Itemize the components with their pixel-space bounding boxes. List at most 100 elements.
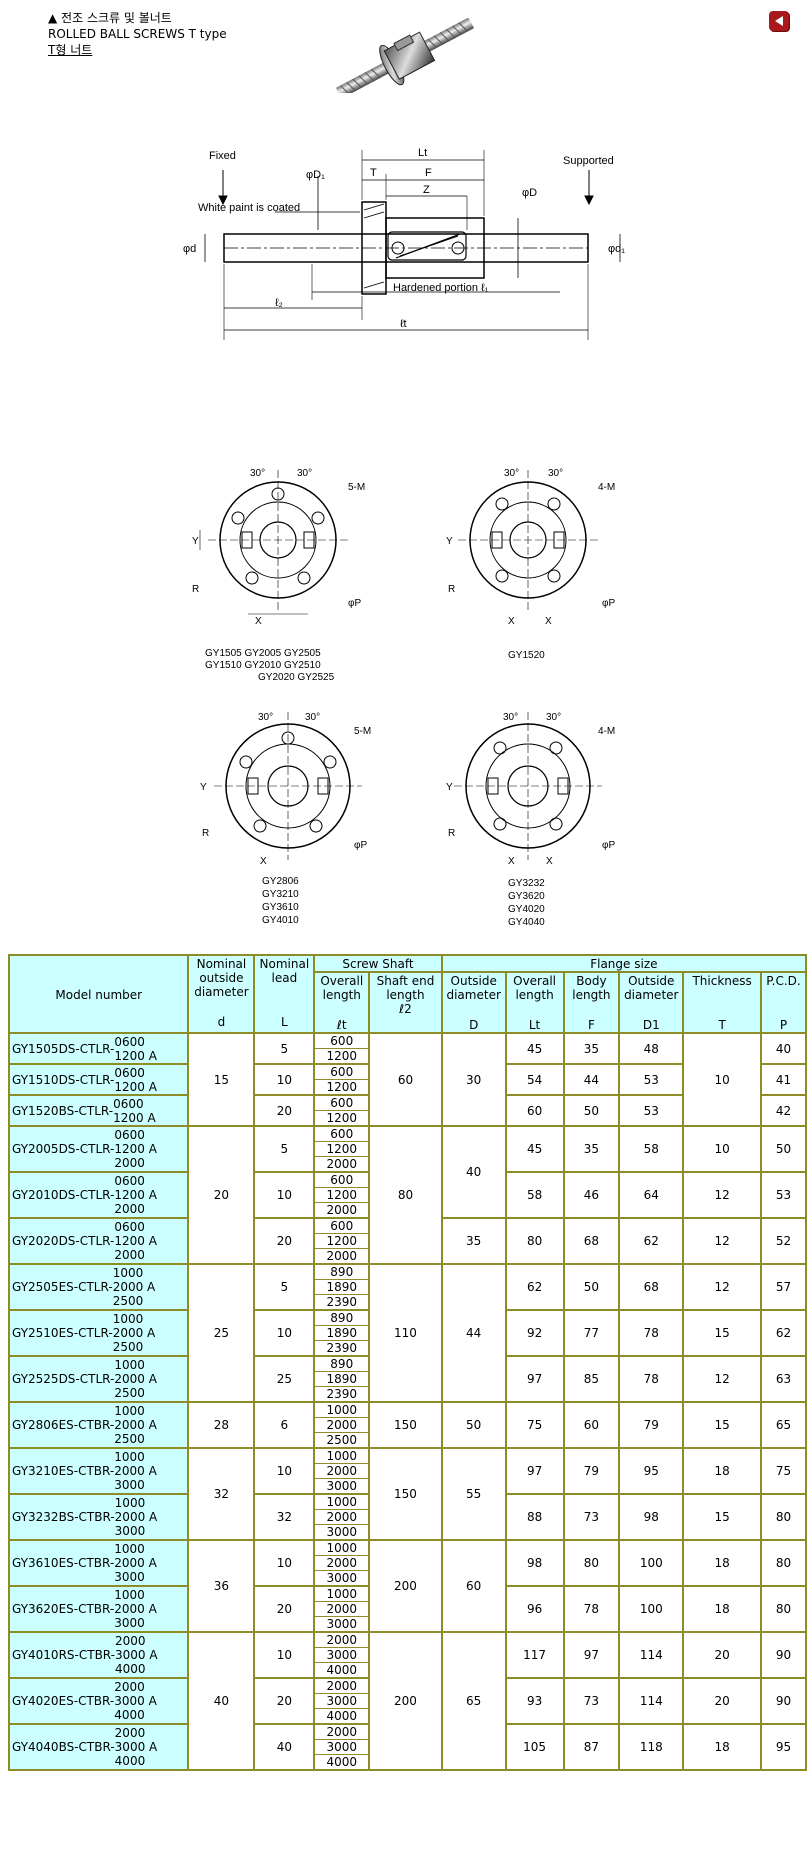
flange-outside-cell: 78	[618, 1309, 685, 1357]
model-list-tl-1: GY1505 GY2005 GY2505	[205, 648, 321, 659]
model-prefix: GY3620ES-CTBR-	[12, 1602, 115, 1616]
pcd-cell: 40	[760, 1032, 807, 1065]
model-suffix: 0600	[114, 1174, 145, 1188]
model-suffix: 3000 A	[114, 1648, 158, 1662]
back-arrow-icon[interactable]	[769, 11, 789, 31]
flange-outside-cell: 68	[618, 1263, 685, 1311]
outside-diameter-cell: 44	[440, 1263, 507, 1403]
pcd-cell: 53	[760, 1171, 807, 1219]
length-value: 2000	[326, 1249, 358, 1263]
length-value: 2000	[326, 1157, 358, 1171]
model-list-tl-3: GY2020 GY2525	[258, 672, 335, 683]
model-suffix: 1200 A	[113, 1110, 156, 1125]
flange-outside-cell: 98	[618, 1493, 685, 1541]
model-suffix: 2000 A	[112, 1280, 156, 1294]
lead-cell: 20	[253, 1585, 316, 1633]
col-pcd: P.C.D.P	[760, 971, 807, 1034]
length-value: 1000	[315, 1495, 369, 1510]
lead-cell: 20	[253, 1677, 316, 1725]
flange-overall-cell: 92	[504, 1309, 565, 1357]
body-length-cell: 35	[562, 1125, 621, 1173]
outside-diameter-cell: 65	[440, 1631, 507, 1771]
length-value: 3000	[326, 1571, 358, 1585]
flange-overall-cell: 117	[504, 1631, 565, 1679]
thickness-cell: 12	[682, 1171, 763, 1219]
flange-outside-cell: 118	[618, 1723, 685, 1771]
length-value: 3000	[315, 1740, 369, 1755]
header-title-korean: ▲ 전조 스크류 및 볼너트	[48, 11, 172, 25]
pcd-cell: 62	[760, 1309, 807, 1357]
length-value: 2000	[315, 1510, 369, 1525]
outside-diameter-cell: 50	[440, 1401, 507, 1449]
body-length-cell: 68	[562, 1217, 621, 1265]
flange-overall-cell: 54	[504, 1063, 565, 1096]
svg-text:X: X	[546, 856, 553, 867]
length-value: 4000	[326, 1755, 358, 1769]
label-supported: Supported	[563, 155, 614, 167]
shaft-end-cell: 80	[368, 1125, 443, 1265]
shaft-end-cell: 150	[368, 1447, 443, 1541]
flange-overall-cell: 98	[504, 1539, 565, 1587]
model-suffix: 1000	[112, 1312, 144, 1326]
lead-cell: 25	[253, 1355, 316, 1403]
flange-outside-cell: 58	[618, 1125, 685, 1173]
nominal-od-cell: 32	[187, 1447, 256, 1541]
model-suffix: 4000	[114, 1708, 145, 1722]
thickness-cell: 10	[682, 1032, 763, 1127]
lead-cell: 5	[253, 1125, 316, 1173]
length-value: 3000	[326, 1525, 358, 1539]
svg-text:X: X	[508, 856, 515, 867]
model-list-br-1: GY3232	[508, 878, 545, 889]
model-prefix: GY1510DS-CTLR-	[12, 1072, 115, 1087]
model-suffix: 1200 A	[114, 1079, 157, 1094]
model-prefix: GY3210ES-CTBR-	[12, 1464, 115, 1478]
header-subtitle-link[interactable]: T형	[48, 43, 67, 57]
flange-overall-cell: 97	[504, 1355, 565, 1403]
model-list-bl-3: GY3610	[262, 902, 299, 913]
model-suffix: 2000	[114, 1634, 146, 1648]
length-value: 3000	[315, 1648, 369, 1663]
shaft-end-cell: 60	[368, 1032, 443, 1127]
model-suffix: 3000 A	[114, 1740, 158, 1754]
pcd-cell: 75	[760, 1447, 807, 1495]
model-prefix: GY3610ES-CTBR-	[12, 1556, 115, 1570]
body-length-cell: 44	[562, 1063, 621, 1096]
ball-screw-photo	[335, 18, 475, 93]
model-prefix: GY2505ES-CTLR-	[12, 1280, 113, 1294]
svg-text:4-M: 4-M	[598, 482, 615, 493]
label-phiD: φD	[522, 187, 537, 199]
length-value: 600	[315, 1034, 369, 1049]
model-suffix: 0600	[114, 1065, 145, 1080]
svg-text:φP: φP	[354, 840, 367, 851]
shaft-end-cell: 200	[368, 1539, 443, 1633]
flange-outside-cell: 78	[618, 1355, 685, 1403]
model-suffix: 2000 A	[114, 1510, 158, 1524]
length-value: 1200	[326, 1049, 358, 1063]
model-list-bl-1: GY2806	[262, 876, 299, 887]
svg-text:30°: 30°	[297, 468, 312, 479]
label-lt-total: ℓt	[400, 318, 407, 330]
length-value: 890	[315, 1357, 369, 1372]
model-list-br-2: GY3620	[508, 891, 545, 902]
